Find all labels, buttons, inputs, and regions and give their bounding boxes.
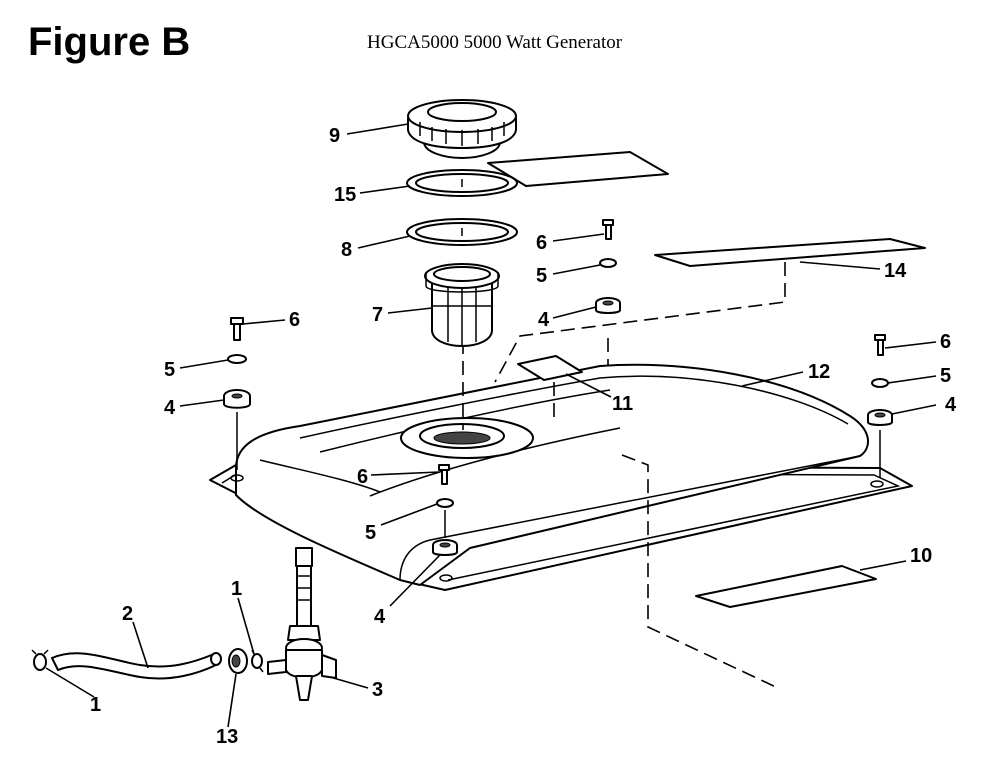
callout-2: 2: [122, 603, 133, 625]
callout-12: 12: [808, 361, 830, 383]
callout-13: 13: [216, 726, 238, 748]
callout-5-front: 5: [365, 522, 376, 544]
callout-3: 3: [372, 679, 383, 701]
callout-1-hose: 1: [90, 694, 101, 716]
figure-subtitle: HGCA5000 5000 Watt Generator: [367, 32, 623, 53]
callout-4-front: 4: [374, 606, 386, 628]
callout-1-valve: 1: [231, 578, 242, 600]
figure-title: Figure B: [28, 20, 191, 64]
callout-4-left: 4: [164, 397, 176, 419]
callout-10: 10: [910, 545, 932, 567]
callout-6-top: 6: [536, 232, 547, 254]
valve-seal: [228, 648, 248, 674]
fuel-hose: [51, 652, 222, 680]
callout-8: 8: [341, 239, 352, 261]
mount-hardware-left: [223, 317, 251, 470]
decal-bottom: [695, 565, 877, 608]
callout-5-left: 5: [164, 359, 175, 381]
mount-hardware-front: [432, 464, 458, 556]
mount-hardware-right: [867, 334, 893, 478]
callout-4-right: 4: [945, 394, 957, 416]
hose-clamp-right: [251, 649, 264, 673]
gasket-lower: [406, 218, 518, 246]
fuel-tank: [209, 363, 913, 591]
leader-lines: [45, 123, 937, 728]
callout-5-right: 5: [940, 365, 951, 387]
callout-9: 9: [329, 125, 340, 147]
callout-labels: 9 15 8 7 6 5 4 14 6 5 4 11 12 6 5 4 6 5 …: [90, 125, 957, 748]
mount-hardware-top: [595, 219, 621, 314]
hose-clamp-left: [31, 649, 49, 671]
callout-6-right: 6: [940, 331, 951, 353]
fuel-cap: [407, 99, 517, 159]
gasket-upper: [406, 169, 518, 197]
callout-6-left: 6: [289, 309, 300, 331]
fuel-strainer: [424, 263, 500, 347]
callout-5-top: 5: [536, 265, 547, 287]
callout-4-top: 4: [538, 309, 550, 331]
callout-14: 14: [884, 260, 907, 282]
callout-11: 11: [612, 393, 633, 415]
assembly-lines: [462, 262, 786, 690]
callout-15: 15: [334, 184, 356, 206]
fuel-valve: [267, 565, 337, 701]
callout-6-front: 6: [357, 466, 368, 488]
decal-top: [654, 238, 926, 267]
callout-7: 7: [372, 304, 383, 326]
